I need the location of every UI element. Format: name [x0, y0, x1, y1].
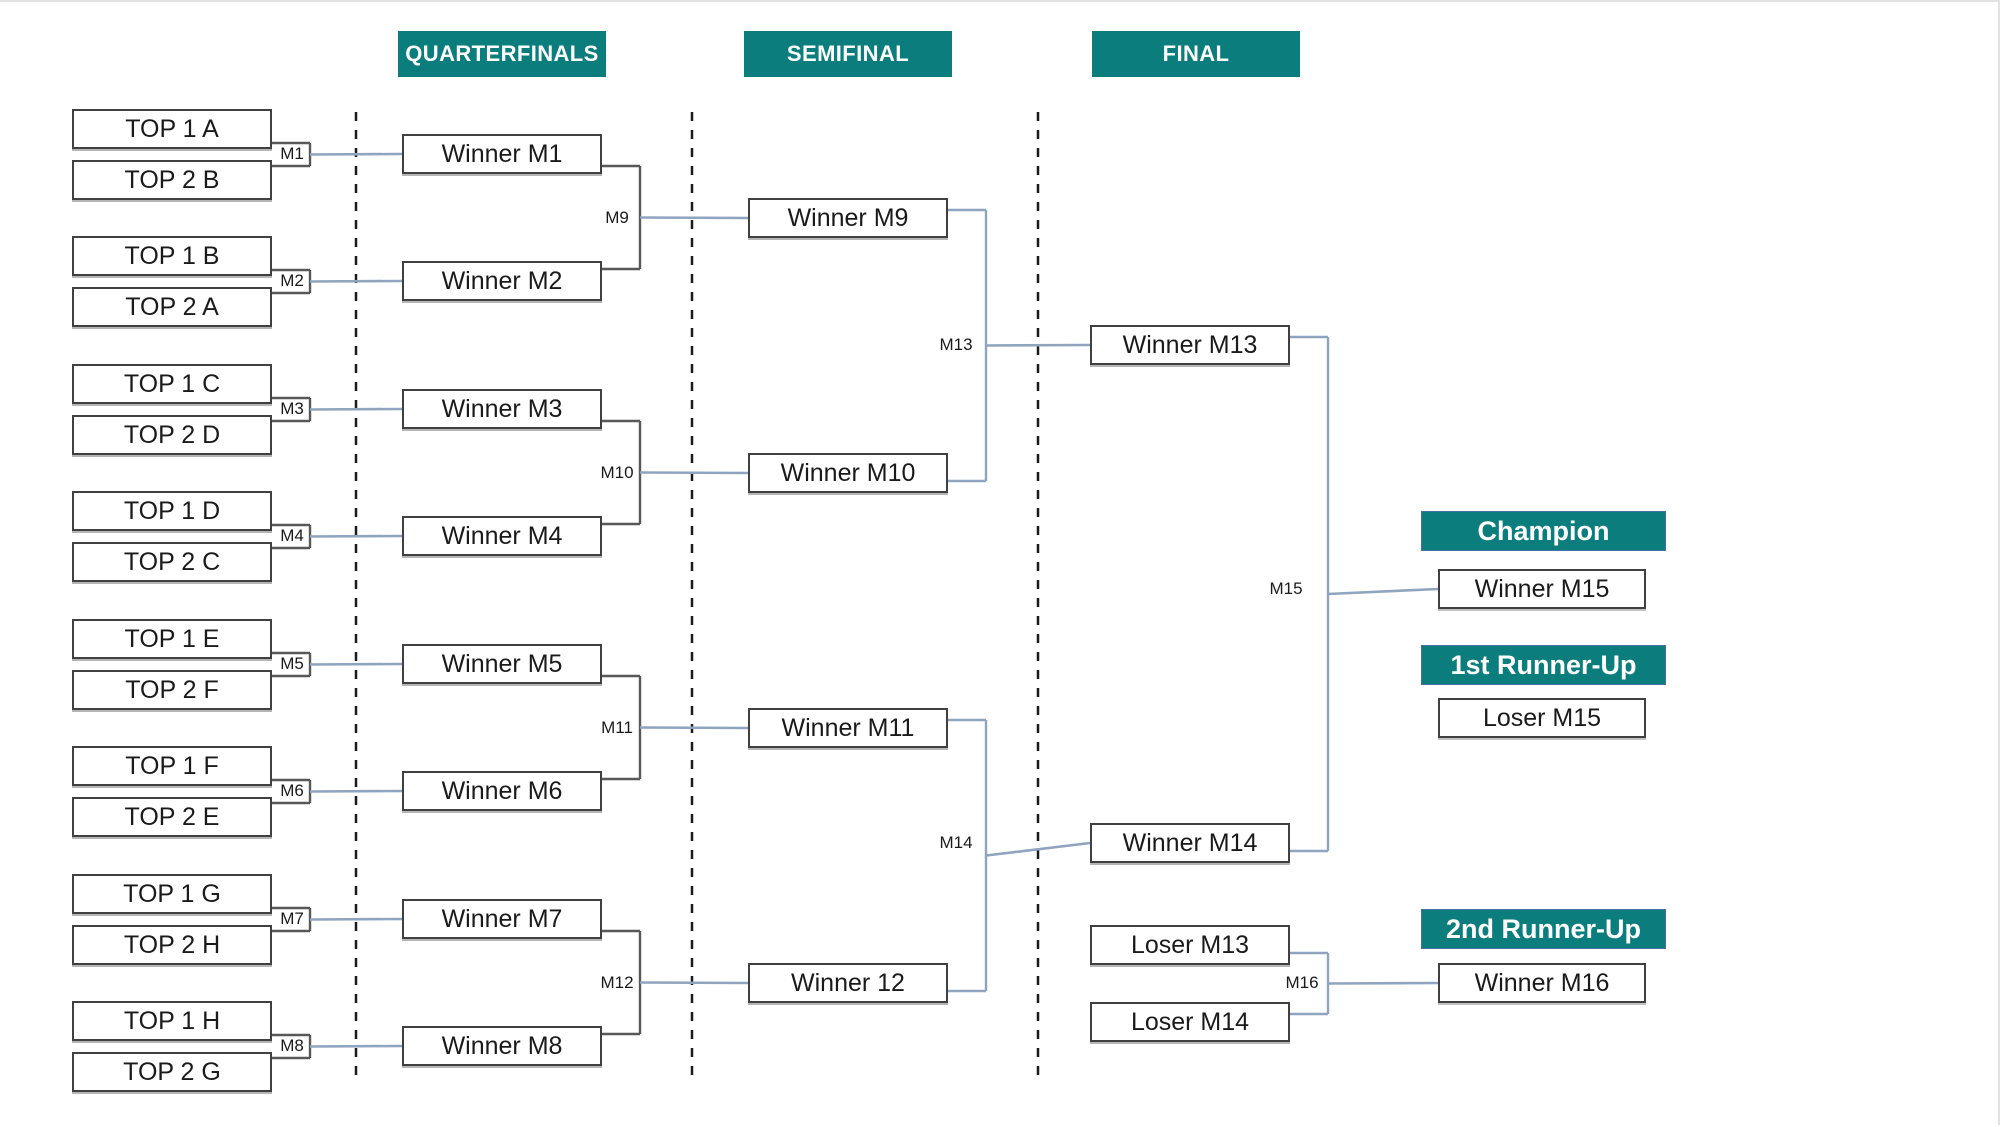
seed-to-qf-feed-7 — [309, 917, 403, 921]
match-label-m2: M2 — [280, 271, 304, 290]
match-label-m11: M11 — [601, 718, 633, 737]
match-label-m16: M16 — [1285, 973, 1319, 992]
sf-box-3: Winner M11 — [748, 708, 948, 748]
qf-box-3: Winner M3 — [402, 389, 602, 429]
seed-box-top-1-f: TOP 1 F — [72, 746, 272, 786]
seed-to-qf-feed-4 — [309, 534, 403, 538]
sf-box-1: Winner M9 — [748, 198, 948, 238]
seed-box-top-2-c: TOP 2 C — [72, 542, 272, 582]
match-label-m14: M14 — [939, 833, 973, 852]
qf-box-2: Winner M2 — [402, 261, 602, 301]
m15-to-champion-feed — [1327, 587, 1439, 596]
final-box-winner-m14: Winner M14 — [1090, 823, 1290, 863]
m16-to-third-feed — [1327, 981, 1439, 985]
award-title-2nd-runner-up: 2nd Runner-Up — [1421, 909, 1666, 949]
qf-box-1: Winner M1 — [402, 134, 602, 174]
match-label-m15: M15 — [1269, 579, 1303, 598]
round-header-3: FINAL — [1092, 31, 1300, 77]
sf-box-2: Winner M10 — [748, 453, 948, 493]
seed-to-qf-feed-5 — [309, 662, 403, 666]
final-box-loser-m14: Loser M14 — [1090, 1002, 1290, 1042]
qf-box-4: Winner M4 — [402, 516, 602, 556]
qf-box-8: Winner M8 — [402, 1026, 602, 1066]
match-label-m4: M4 — [280, 526, 304, 545]
award-title-1st-runner-up: 1st Runner-Up — [1421, 645, 1666, 685]
round-header-2: SEMIFINAL — [744, 31, 952, 77]
award-result-1st-runner-up: Loser M15 — [1438, 698, 1646, 738]
seed-box-top-2-g: TOP 2 G — [72, 1052, 272, 1092]
qf-to-sf-feed-2 — [639, 471, 749, 475]
sf-box-4: Winner 12 — [748, 963, 948, 1003]
seed-box-top-1-e: TOP 1 E — [72, 619, 272, 659]
seed-box-top-2-f: TOP 2 F — [72, 670, 272, 710]
qf-box-7: Winner M7 — [402, 899, 602, 939]
seed-box-top-2-d: TOP 2 D — [72, 415, 272, 455]
seed-to-qf-feed-8 — [309, 1044, 403, 1048]
seed-box-top-1-a: TOP 1 A — [72, 109, 272, 149]
seed-box-top-1-b: TOP 1 B — [72, 236, 272, 276]
match-label-m10: M10 — [600, 463, 634, 482]
round-header-1: QUARTERFINALS — [398, 31, 606, 77]
match-label-m5: M5 — [280, 654, 304, 673]
sf-to-final-feed-1 — [985, 343, 1091, 347]
qf-box-5: Winner M5 — [402, 644, 602, 684]
match-label-m8: M8 — [280, 1036, 304, 1055]
final-box-winner-m13: Winner M13 — [1090, 325, 1290, 365]
seed-box-top-2-h: TOP 2 H — [72, 925, 272, 965]
award-result-2nd-runner-up: Winner M16 — [1438, 963, 1646, 1003]
sf-to-final-feed-2 — [985, 841, 1091, 857]
seed-box-top-2-b: TOP 2 B — [72, 160, 272, 200]
seed-box-top-2-a: TOP 2 A — [72, 287, 272, 327]
seed-to-qf-feed-6 — [309, 789, 403, 793]
seed-box-top-1-d: TOP 1 D — [72, 491, 272, 531]
match-label-m6: M6 — [280, 781, 304, 800]
qf-to-sf-feed-3 — [639, 726, 749, 730]
qf-to-sf-feed-1 — [639, 216, 749, 220]
match-label-m9: M9 — [605, 208, 629, 227]
qf-to-sf-feed-4 — [639, 981, 749, 985]
match-label-m1: M1 — [280, 144, 304, 163]
seed-box-top-2-e: TOP 2 E — [72, 797, 272, 837]
match-label-m13: M13 — [939, 335, 973, 354]
seed-box-top-1-h: TOP 1 H — [72, 1001, 272, 1041]
seed-to-qf-feed-2 — [309, 279, 403, 283]
seed-to-qf-feed-3 — [309, 407, 403, 411]
seed-box-top-1-g: TOP 1 G — [72, 874, 272, 914]
match-label-m12: M12 — [600, 973, 634, 992]
seed-box-top-1-c: TOP 1 C — [72, 364, 272, 404]
award-title-champion: Champion — [1421, 511, 1666, 551]
qf-box-6: Winner M6 — [402, 771, 602, 811]
feeder-lines — [309, 152, 1439, 1048]
award-result-champion: Winner M15 — [1438, 569, 1646, 609]
quarterfinal-bracket-lines — [602, 164, 642, 1036]
seed-to-qf-feed-1 — [309, 152, 403, 156]
match-label-m7: M7 — [280, 909, 304, 928]
final-box-loser-m13: Loser M13 — [1090, 925, 1290, 965]
match-label-m3: M3 — [280, 399, 304, 418]
